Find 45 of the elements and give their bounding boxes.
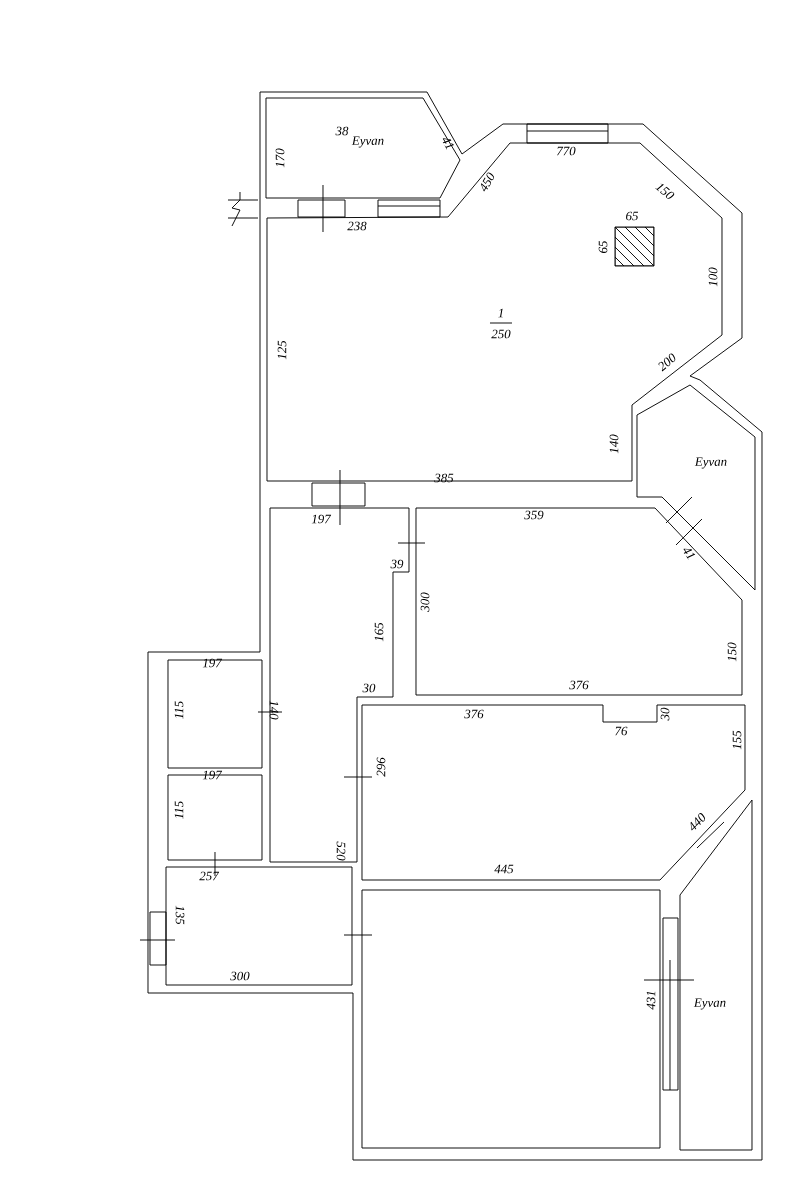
dimension-label: 155 (732, 730, 742, 750)
room-label: Eyvan (694, 457, 727, 469)
dimension-label: 376 (569, 680, 589, 690)
dimension-label: 76 (615, 726, 628, 736)
dimension-label: 300 (230, 971, 250, 981)
dimension-label: 150 (655, 183, 675, 199)
dimension-label: 200 (658, 353, 676, 372)
dimension-label: 197 (202, 658, 223, 668)
dimension-label: 296 (376, 757, 386, 777)
dimension-label: 445 (494, 864, 514, 874)
dimension-label: 65 (626, 211, 639, 221)
dimension-label: 431 (646, 991, 656, 1010)
area-label: 250 (491, 329, 511, 339)
dimension-label: 359 (524, 510, 544, 520)
dimension-label: 39 (390, 559, 404, 569)
dimension-label: 30 (660, 707, 670, 721)
dimension-label: 30 (362, 683, 376, 693)
dimension-label: 165 (374, 622, 384, 642)
dimension-label: 440 (690, 813, 706, 831)
dimension-label: 38 (335, 126, 349, 136)
dimension-label: 41 (442, 138, 455, 150)
dimension-label: 385 (434, 473, 454, 483)
dimension-label: 450 (480, 172, 495, 192)
dimension-label: 115 (174, 801, 184, 819)
dimension-label: 135 (175, 905, 185, 925)
room-number: 1 (498, 308, 503, 318)
room-label: Eyvan (693, 998, 726, 1010)
dimension-label: 140 (609, 434, 619, 454)
dimension-label: 41 (683, 548, 696, 560)
dimension-label: 65 (598, 240, 608, 253)
dimension-label: 520 (336, 841, 346, 861)
dimension-label: 100 (708, 267, 718, 287)
room-label: Eyvan (351, 136, 384, 148)
dimension-label: 115 (174, 701, 184, 719)
dimension-label: 140 (269, 700, 279, 720)
dimension-label: 150 (727, 642, 737, 662)
dimension-label: 197 (202, 770, 223, 780)
dimension-label: 197 (311, 514, 332, 524)
dimension-label: 770 (557, 146, 576, 156)
dimension-label: 238 (347, 221, 367, 231)
dimension-label: 257 (199, 871, 220, 881)
dimension-label: 300 (420, 592, 430, 612)
dimension-label: 125 (277, 340, 287, 360)
dimension-label: 170 (275, 148, 285, 168)
dimension-label: 376 (464, 709, 484, 719)
